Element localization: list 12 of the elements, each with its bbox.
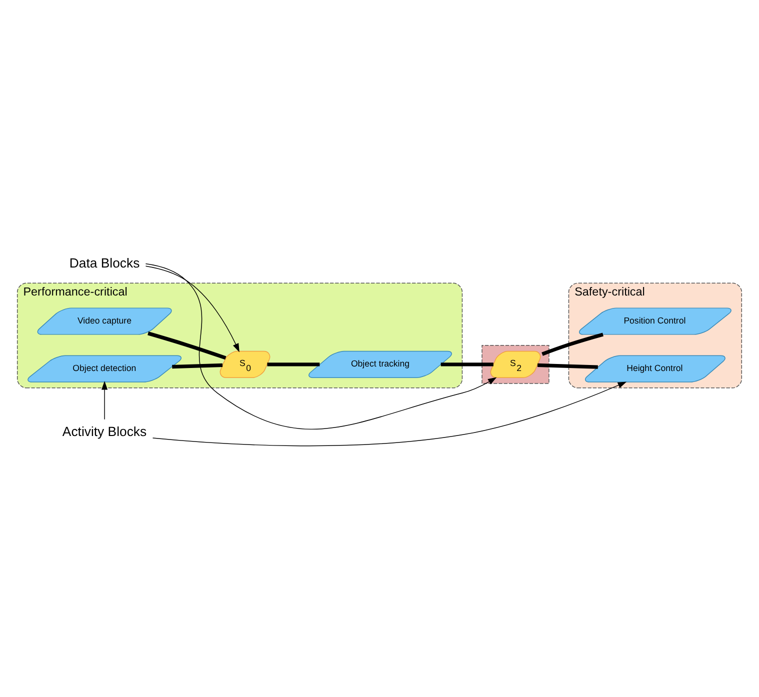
connector (267, 362, 320, 366)
connector (542, 332, 604, 356)
node-text: Activity Blocks (62, 424, 147, 439)
arrow (145, 266, 240, 352)
connector (172, 363, 223, 369)
arrow (152, 382, 627, 446)
connector (148, 332, 226, 360)
node-text: Data Blocks (69, 255, 140, 270)
arrow (101, 380, 108, 420)
arrow (145, 263, 497, 430)
connector (440, 362, 494, 366)
connector (537, 363, 598, 369)
